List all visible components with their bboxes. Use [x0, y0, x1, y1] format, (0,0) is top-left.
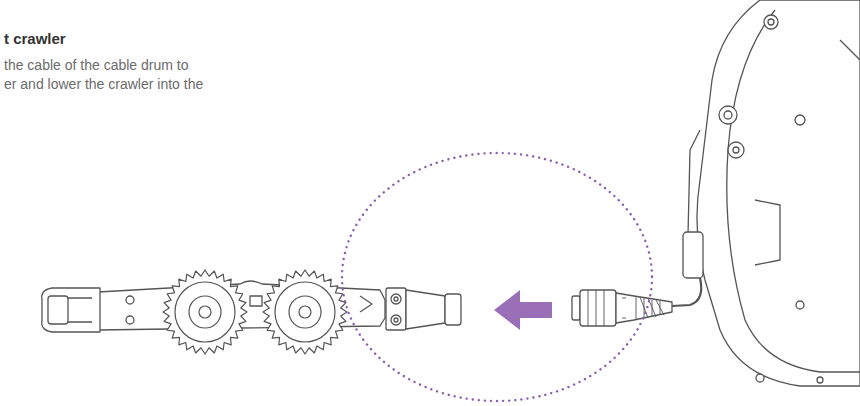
- detail-circle: [342, 153, 652, 401]
- cable: [672, 278, 701, 306]
- crawler-connector: [386, 288, 461, 330]
- section-heading: t crawler: [4, 30, 66, 47]
- push-arrow: [494, 290, 552, 330]
- instruction-text: er and lower the crawler into the: [4, 76, 203, 92]
- crawler-wheel: [263, 270, 347, 354]
- instruction-text: the cable of the cable drum to: [4, 57, 188, 73]
- cable-drum: [683, 0, 860, 386]
- crawler-wheel: [163, 270, 247, 354]
- cable-plug: [572, 290, 672, 326]
